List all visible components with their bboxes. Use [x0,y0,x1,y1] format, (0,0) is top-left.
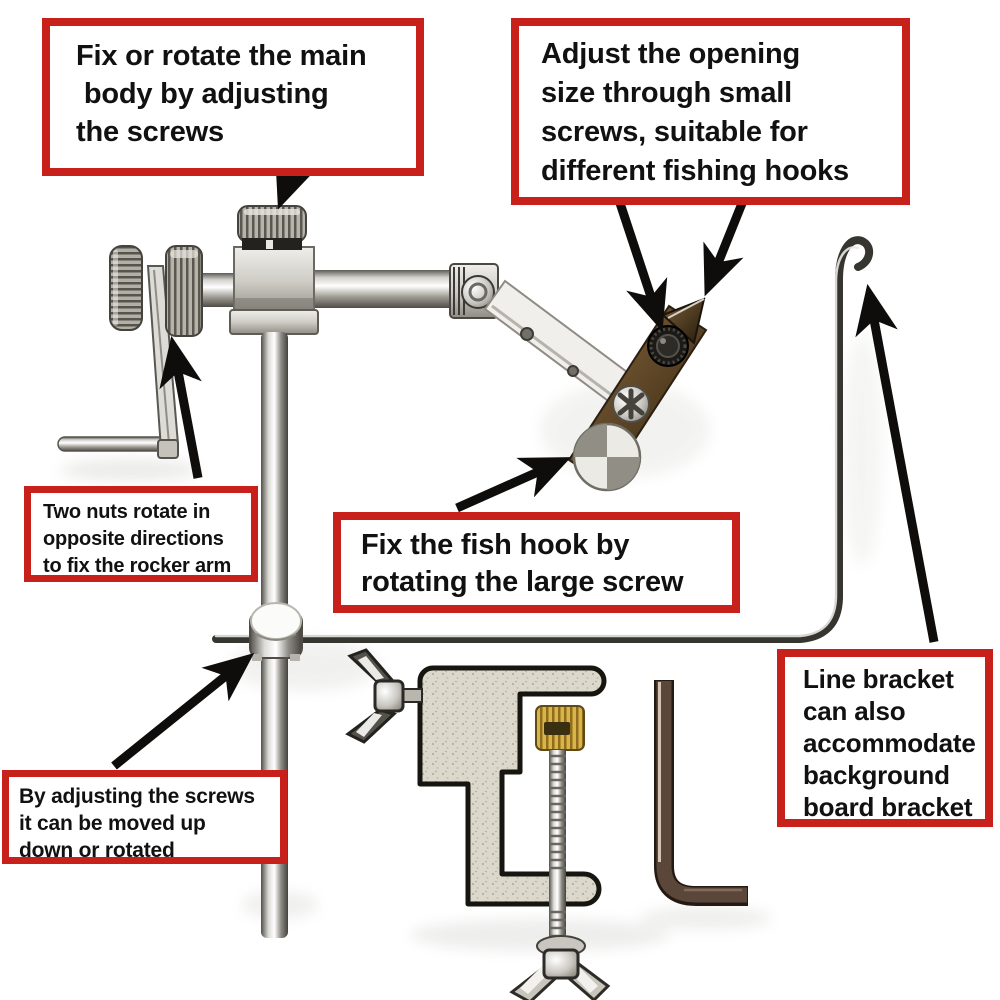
arrow-to-large-screw [455,457,572,513]
hex-key [654,680,748,906]
clamp-threaded-rod [549,750,566,942]
clamp-body [417,665,607,907]
clamp-wing-nut [345,648,423,744]
arrow-to-line-bracket [855,283,939,643]
arrow-to-two-nuts [159,335,203,479]
arrow-to-small-screw [612,192,668,332]
small-knurled-screw [647,325,689,367]
knurled-nut-outer [109,245,143,331]
callout-main-body: Fix or rotate the main body by adjusting… [42,18,424,176]
line-bracket-wire [212,236,873,643]
brass-thumb-screw [535,705,585,751]
arrow-to-jaw-tip [703,194,750,297]
callout-slider: By adjusting the screws it can be moved … [2,770,287,864]
arm-hinge-screw [461,275,495,309]
arrow-to-slider-collar [111,652,255,770]
c-clamp [345,648,611,1000]
callout-two-nuts: Two nuts rotate in opposite directions t… [24,486,258,582]
callout-opening-size: Adjust the opening size through small sc… [511,18,910,205]
rocker-arm [483,279,637,408]
main-body-block [229,246,319,335]
callout-fish-hook: Fix the fish hook by rotating the large … [333,512,740,613]
jaw-assembly [567,297,708,492]
callout-line-bracket: Line bracket can also accommodate backgr… [777,649,993,827]
knurled-nut-inner [165,245,203,337]
phillips-screw [612,385,650,423]
annotation-arrows [111,148,939,770]
hinge-block [449,263,499,319]
slider-collar [249,602,303,661]
knurled-nuts [109,245,203,337]
bottom-wing-nut [509,935,611,1000]
top-drag-knob [237,205,307,250]
large-screw-disc [572,422,642,492]
